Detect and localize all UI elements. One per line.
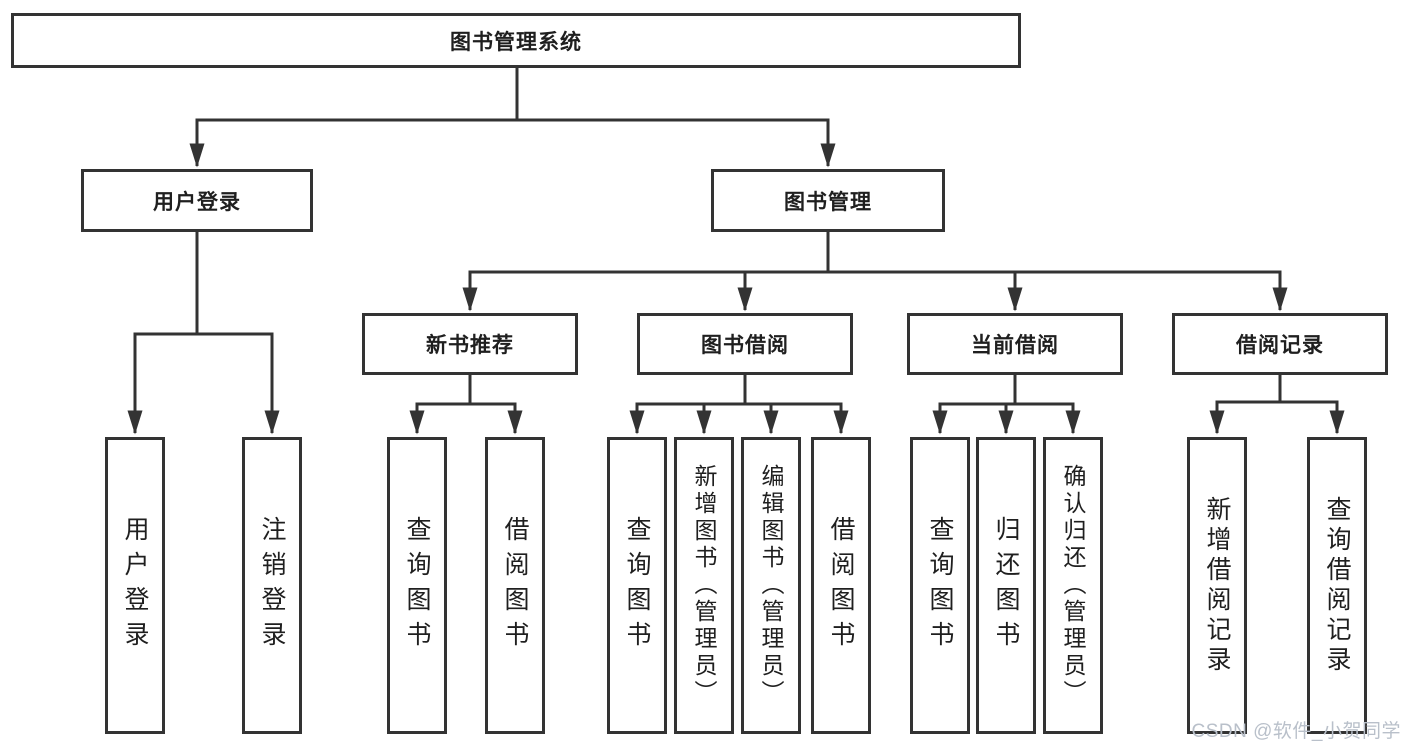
csdn-watermark: CSDN @软件_小贺同学: [1191, 721, 1401, 742]
node-label: 新增借阅记录: [1203, 495, 1231, 676]
node-current-borrowing: 当前借阅: [907, 313, 1123, 375]
node-leaf-query-books-newrec: 查询图书: [387, 437, 447, 734]
node-borrowing-records: 借阅记录: [1172, 313, 1388, 375]
node-leaf-user-login: 用户登录: [105, 437, 165, 734]
node-label: 借阅图书: [501, 515, 529, 656]
node-user-login: 用户登录: [81, 169, 313, 232]
connector-trunks: [133, 66, 1339, 406]
node-leaf-add-borrow-record: 新增借阅记录: [1187, 437, 1247, 734]
node-leaf-logout: 注销登录: [242, 437, 302, 734]
node-label: 确认归还（管理员）: [1060, 464, 1086, 707]
node-label: 新增图书（管理员）: [691, 464, 717, 707]
node-label: 注销登录: [258, 515, 286, 656]
node-label: 查询图书: [403, 515, 431, 656]
node-book-management: 图书管理: [711, 169, 945, 232]
node-label: 查询图书: [623, 515, 651, 656]
node-leaf-borrow-books-borrowing: 借阅图书: [811, 437, 871, 734]
node-leaf-return-books: 归还图书: [976, 437, 1036, 734]
node-leaf-query-books-current: 查询图书: [910, 437, 970, 734]
node-leaf-edit-books-admin: 编辑图书（管理员）: [741, 437, 801, 734]
node-new-book-recommendation: 新书推荐: [362, 313, 578, 375]
node-leaf-query-books-borrowing: 查询图书: [607, 437, 667, 734]
node-leaf-borrow-books-newrec: 借阅图书: [485, 437, 545, 734]
node-label: 编辑图书（管理员）: [758, 464, 784, 707]
node-label: 借阅图书: [827, 515, 855, 656]
node-leaf-add-books-admin: 新增图书（管理员）: [674, 437, 734, 734]
node-library-management-system: 图书管理系统: [11, 13, 1021, 68]
node-label: 用户登录: [121, 515, 149, 656]
node-leaf-confirm-return-admin: 确认归还（管理员）: [1043, 437, 1103, 734]
node-label: 查询图书: [926, 515, 954, 656]
node-label: 查询借阅记录: [1323, 495, 1351, 676]
node-book-borrowing: 图书借阅: [637, 313, 853, 375]
node-label: 归还图书: [992, 515, 1020, 656]
node-leaf-query-borrow-record: 查询借阅记录: [1307, 437, 1367, 734]
